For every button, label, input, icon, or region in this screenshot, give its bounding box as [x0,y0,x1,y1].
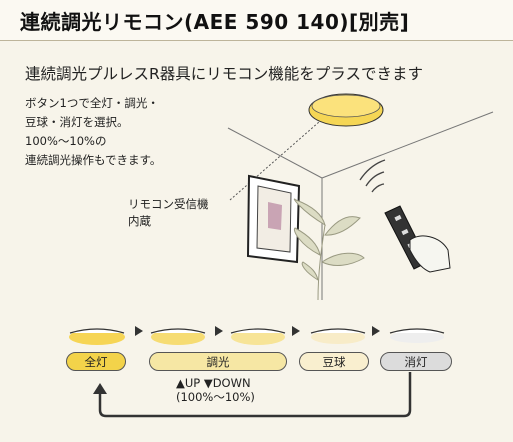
description-line: 豆球・消灯を選択。 [25,115,129,129]
picture-frame-icon [246,174,301,264]
arrow-right-icon [372,326,380,336]
dimming-range-label: (100%〜10%) [176,390,255,404]
arrow-right-icon [135,326,143,336]
cycle-return-arrow-icon [98,372,412,418]
description-text: ボタン1つで全灯・調光・ 豆球・消灯を選択。 100%〜10%の 連続調光操作も… [25,94,161,170]
mode-button-full[interactable]: 全灯 [66,352,126,371]
description-line: 連続調光操作もできます。 [25,153,162,167]
description-line: 100%〜10%の [25,134,107,148]
page-title: 連続調光リモコン(AEE 590 140)[別売] [20,10,410,34]
lamp-dim-low-icon [230,328,286,345]
lamp-off-icon [389,328,445,343]
dimming-down-label: ▼DOWN [203,376,251,390]
callout-line: リモコン受信機 [128,197,209,211]
dimming-info: ▲UP ▼DOWN (100%〜10%) [176,376,255,404]
description-line: ボタン1つで全灯・調光・ [25,96,159,110]
receiver-callout-label: リモコン受信機 内蔵 [128,196,209,230]
feature-subtitle: 連続調光プルレスR器具にリモコン機能をプラスできます [25,65,423,83]
mode-button-off[interactable]: 消灯 [380,352,452,371]
arrow-right-icon [292,326,300,336]
callout-line: 内蔵 [128,214,151,228]
hand-icon [409,235,451,273]
dimming-controls-label: ▲UP ▼DOWN [176,376,255,390]
lamp-nightlight-icon [310,328,366,344]
room-lines-icon [227,111,494,300]
mode-button-dim[interactable]: 調光 [149,352,287,371]
header-bar: 連続調光リモコン(AEE 590 140)[別売] [0,0,513,41]
arrow-right-icon [215,326,223,336]
mode-button-nightlight[interactable]: 豆球 [299,352,369,371]
signal-waves-icon [359,159,386,193]
arrow-up-icon [93,383,107,394]
lamp-dim-icon [150,328,206,345]
plant-icon [293,198,365,301]
dimming-up-label: ▲UP [176,376,201,390]
lamp-full-icon [69,328,125,345]
ceiling-lamp-icon [308,93,384,127]
